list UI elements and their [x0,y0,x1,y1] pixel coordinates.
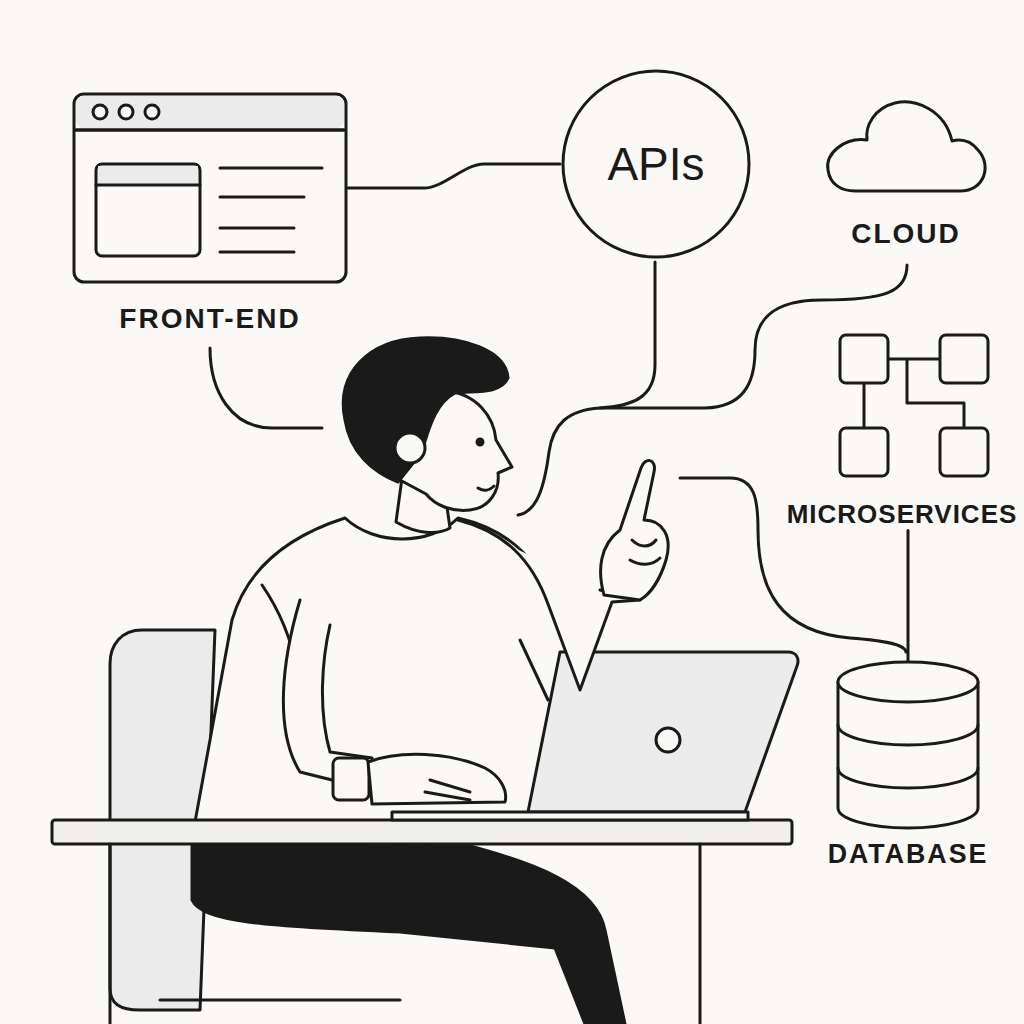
connector-line [348,164,560,188]
laptop-base [392,812,748,820]
window-icon [72,92,348,284]
connector-line [907,531,910,662]
knuckle-lines [630,540,660,564]
api-label: APIs [607,139,704,190]
icon-node: MICROSERVICES [785,333,1019,529]
icon-node: DATABASE [828,660,988,869]
hair [343,338,508,482]
laptop-screen [528,652,798,812]
desk-leg [110,844,700,1024]
services-icon [785,333,1019,478]
typing-hand [368,754,506,804]
laptop-logo [656,728,680,752]
pants [192,842,625,1024]
smile [478,486,494,490]
pointing-hand [601,460,669,600]
torso [195,518,582,822]
inner-arm [520,640,548,700]
leader-line [600,265,907,408]
leader-line [210,348,322,428]
eye [477,439,483,445]
icon-node: CLOUD [820,95,992,250]
desk [52,820,792,844]
chair-seat [160,999,400,1002]
node-label: FRONT-END [119,304,300,335]
node-label: CLOUD [851,219,961,250]
cloud-icon [820,95,992,195]
cylinder-icon [828,660,988,830]
ear [395,433,425,463]
cuff [333,758,369,800]
icon-node: FRONT-END [72,92,348,335]
node-label: MICROSERVICES [787,500,1018,529]
api-circle: APIs [560,68,752,260]
node-label: DATABASE [828,840,989,869]
leader-line [518,262,655,515]
finger-lines [425,780,470,800]
